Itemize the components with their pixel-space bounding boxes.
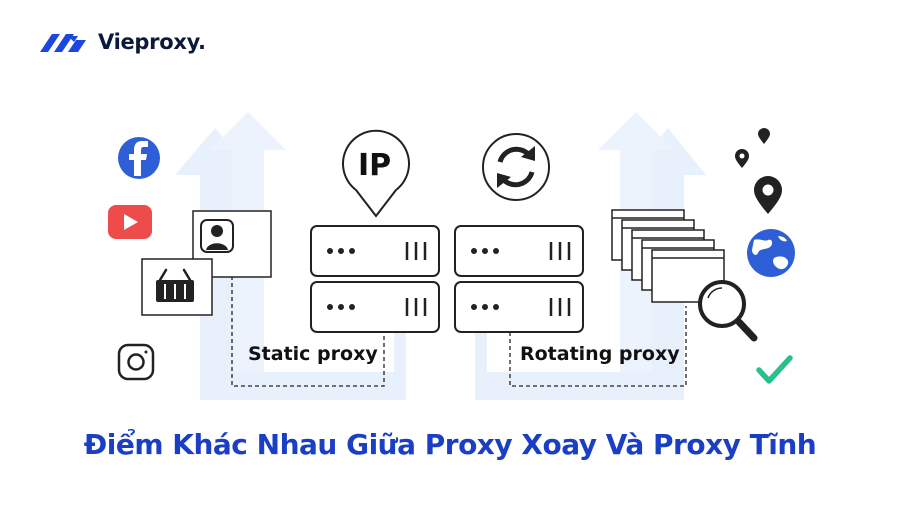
brand-logo[interactable]: Vieproxy.	[38, 30, 206, 54]
dashed-connectors	[231, 276, 687, 387]
location-pin-icon	[735, 149, 749, 168]
ip-pin-icon	[342, 129, 410, 218]
location-pin-icon	[754, 176, 782, 214]
rotate-arrows-icon	[482, 133, 550, 201]
youtube-icon	[108, 205, 152, 239]
ip-badge-text: IP	[358, 148, 392, 183]
server-icon	[310, 225, 440, 277]
rotating-proxy-label: Rotating proxy	[520, 343, 680, 365]
server-icon	[310, 281, 440, 333]
instagram-icon	[117, 343, 155, 381]
globe-icon	[747, 229, 795, 277]
vieproxy-logo-icon	[40, 34, 86, 52]
shopping-basket-icon	[141, 258, 213, 316]
checkmark-icon	[756, 355, 793, 384]
facebook-icon	[118, 137, 160, 179]
page-title: Điểm Khác Nhau Giữa Proxy Xoay Và Proxy …	[83, 428, 817, 461]
magnifier-icon	[698, 280, 758, 342]
static-proxy-label: Static proxy	[248, 343, 378, 365]
server-icon	[454, 281, 584, 333]
brand-name: Vieproxy.	[98, 30, 206, 54]
location-pin-icon	[758, 128, 770, 144]
server-icon	[454, 225, 584, 277]
